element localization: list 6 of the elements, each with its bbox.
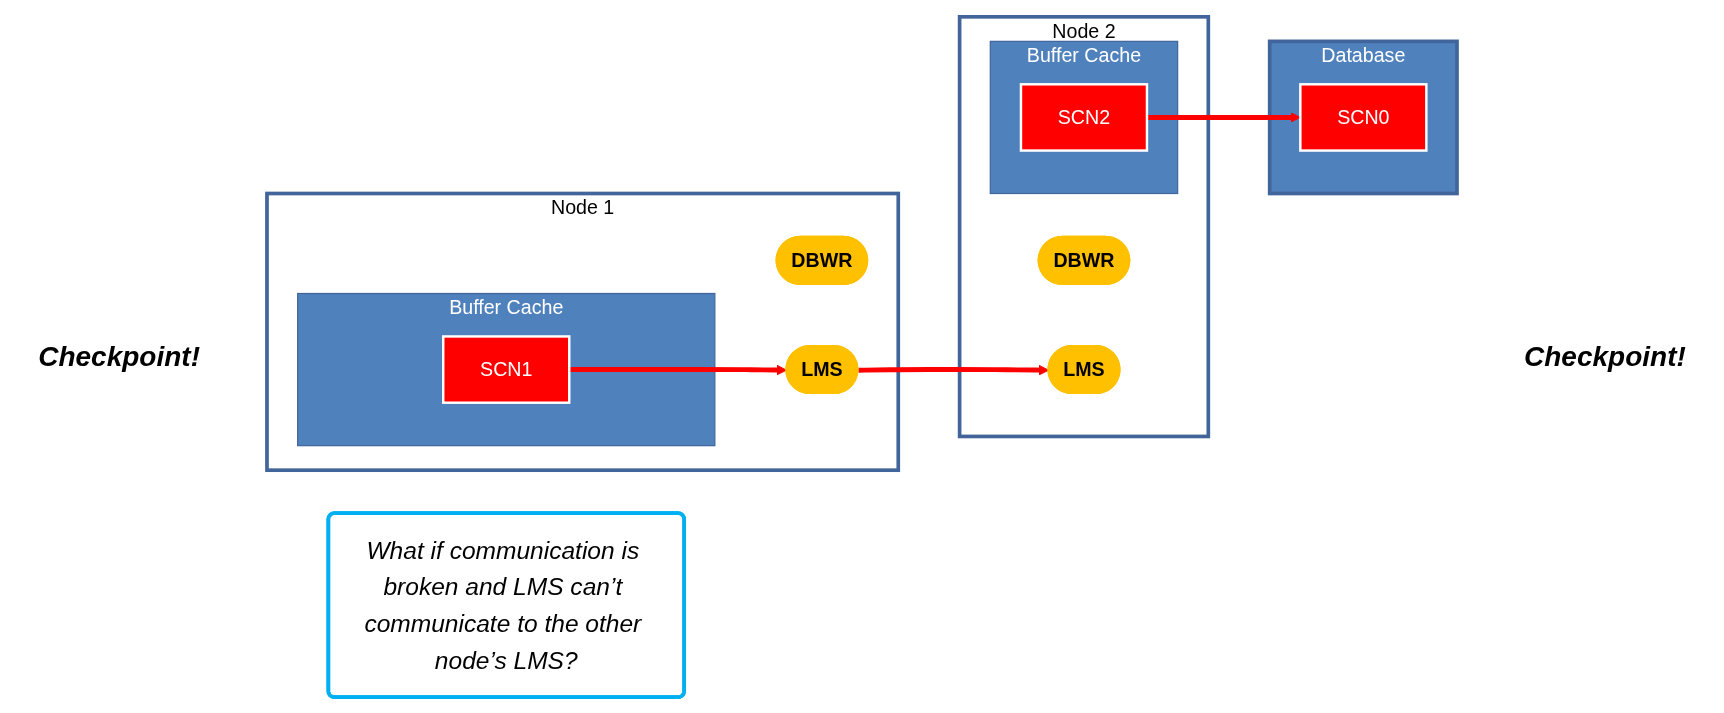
checkpoint-note: Checkpoint! <box>1523 340 1687 373</box>
node-box: SCN2 <box>1019 82 1149 152</box>
node-box: SCN1 <box>442 334 571 404</box>
checkpoint-note: Checkpoint! <box>37 340 201 373</box>
arrow <box>1146 111 1301 123</box>
node-box: SCN0 <box>1299 82 1428 152</box>
